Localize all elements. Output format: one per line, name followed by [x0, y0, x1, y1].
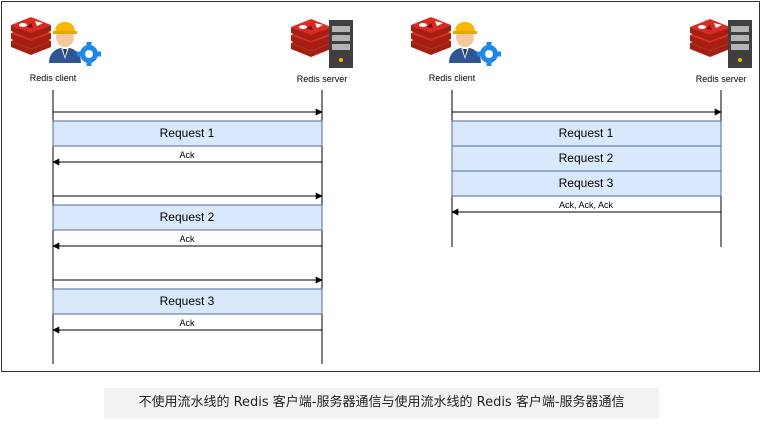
client-label-left: Redis client — [30, 73, 77, 83]
request-label: Request 3 — [559, 176, 614, 190]
figure-caption: 不使用流水线的 Redis 客户端-服务器通信与使用流水线的 Redis 客户端… — [104, 388, 659, 418]
request-label: Request 2 — [559, 151, 614, 165]
request-box — [52, 288, 323, 315]
ack-label: Ack — [179, 150, 195, 160]
server-icon-left — [291, 19, 353, 68]
client-icon-right — [411, 17, 501, 66]
client-label-right: Redis client — [429, 73, 476, 83]
server-icon — [728, 20, 752, 68]
redis-logo-icon — [291, 19, 331, 57]
client-icon-left — [11, 17, 101, 66]
redis-logo-icon — [690, 19, 730, 57]
ack-label-right: Ack, Ack, Ack — [559, 200, 614, 210]
redis-logo-icon — [411, 17, 451, 55]
request-label: Request 1 — [559, 126, 614, 140]
request-box — [52, 204, 323, 231]
exchange-2: Request 2 Ack — [52, 192, 323, 250]
exchange-3: Request 3 Ack — [52, 276, 323, 334]
pipeline-requests: Request 1 Request 2 Request 3 — [451, 120, 722, 197]
exchange-1: Request 1 Ack — [52, 108, 323, 166]
diagram-canvas: Redis client Redis server Request 1 Ack … — [11, 17, 752, 364]
server-label-left: Redis server — [297, 74, 348, 84]
request-box — [52, 120, 323, 147]
request-box — [451, 145, 722, 172]
redis-logo-icon — [11, 17, 51, 55]
server-icon — [329, 20, 353, 68]
request-label: Request 2 — [160, 210, 215, 224]
request-label: Request 3 — [160, 294, 215, 308]
server-label-right: Redis server — [696, 74, 747, 84]
request-label: Request 1 — [160, 126, 215, 140]
worker-icon — [449, 22, 481, 63]
ack-label: Ack — [179, 318, 195, 328]
server-icon-right — [690, 19, 752, 68]
ack-label: Ack — [179, 234, 195, 244]
request-box — [451, 120, 722, 147]
request-box — [451, 170, 722, 197]
worker-icon — [49, 22, 81, 63]
diagram-frame: Redis client Redis server Request 1 Ack … — [1, 1, 760, 372]
